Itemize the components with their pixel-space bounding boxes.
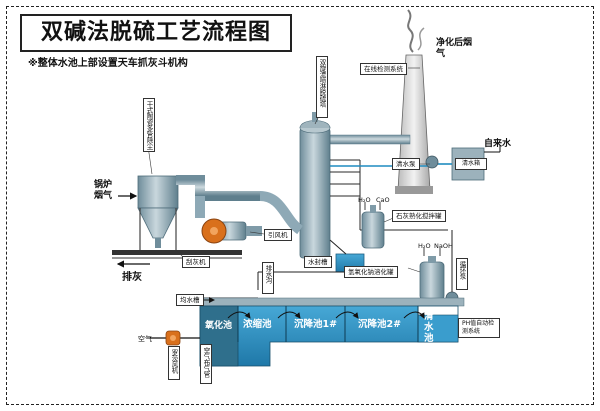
sealed-tank-label: 水封槽 <box>304 256 332 268</box>
chimney <box>395 9 433 194</box>
ground-line <box>112 250 242 259</box>
pool-settling-2: 沉降池2# <box>358 319 402 330</box>
pool-clear-water: 清水池 <box>424 311 434 344</box>
slag-machine-label: 刮灰机 <box>182 256 210 268</box>
air-pipe-label: 空气布气管 <box>200 344 212 384</box>
circ-pump-label: 循环泵 <box>456 258 468 290</box>
note-text: ※整体水池上部设置天车抓灰斗机构 <box>28 58 188 69</box>
naoh-label: NaOH <box>434 242 453 250</box>
diagram-title: 双碱法脱硫工艺流程图 <box>20 14 292 52</box>
ash-removal-label: 排灰 <box>122 272 142 283</box>
induced-draft-fan <box>201 218 262 244</box>
roots-blower <box>150 330 200 346</box>
dust-collector-label: 干式陶瓷多管除尘 <box>143 98 155 152</box>
pool-oxidation: 氧化池 <box>205 321 233 331</box>
even-water-label: 均水槽 <box>176 294 204 306</box>
clear-water-pump <box>425 155 439 169</box>
water-tank-label: 清水箱 <box>455 158 487 170</box>
air-label: 空气 <box>138 335 152 343</box>
stack-top-label: 净化后烟气 <box>436 38 473 59</box>
leader-lines <box>147 67 430 273</box>
return-line <box>200 271 350 299</box>
flue-duct <box>176 175 304 235</box>
lime-tank-label: 石灰熟化搅拌罐 <box>392 210 446 222</box>
naoh-tank-label: 氢氧化钠溶化罐 <box>344 266 398 278</box>
naoh-dissolving-tank <box>419 248 445 301</box>
dust-collector <box>137 175 179 250</box>
boiler-gas-label: 锅炉烟气 <box>94 180 113 201</box>
roots-blower-label: 罗茨风机 <box>168 346 180 380</box>
h2o-label-1: H₂O <box>358 196 371 204</box>
desulfurization-tower <box>299 112 331 259</box>
frame-border <box>6 6 594 405</box>
outlet-duct <box>329 134 411 145</box>
fan-label: 引风机 <box>264 229 292 241</box>
pool-thickening: 浓缩池 <box>243 319 272 330</box>
tap-water-label: 自来水 <box>484 139 512 149</box>
clear-pump-label: 清水泵 <box>392 158 420 170</box>
lime-slaking-tank <box>361 202 385 249</box>
ph-system-label: PH值自动检测系统 <box>458 318 500 338</box>
pool-settling-1: 沉降池1# <box>294 319 338 330</box>
online-monitor-label: 在线检测系统 <box>360 63 407 75</box>
tower-label: 双旋流喷淋脱硫塔 <box>316 56 328 118</box>
return-trench-label: 排水沟 <box>262 262 274 294</box>
cao-label: CaO <box>376 196 390 204</box>
h2o-label-2: H₂O <box>418 242 431 250</box>
